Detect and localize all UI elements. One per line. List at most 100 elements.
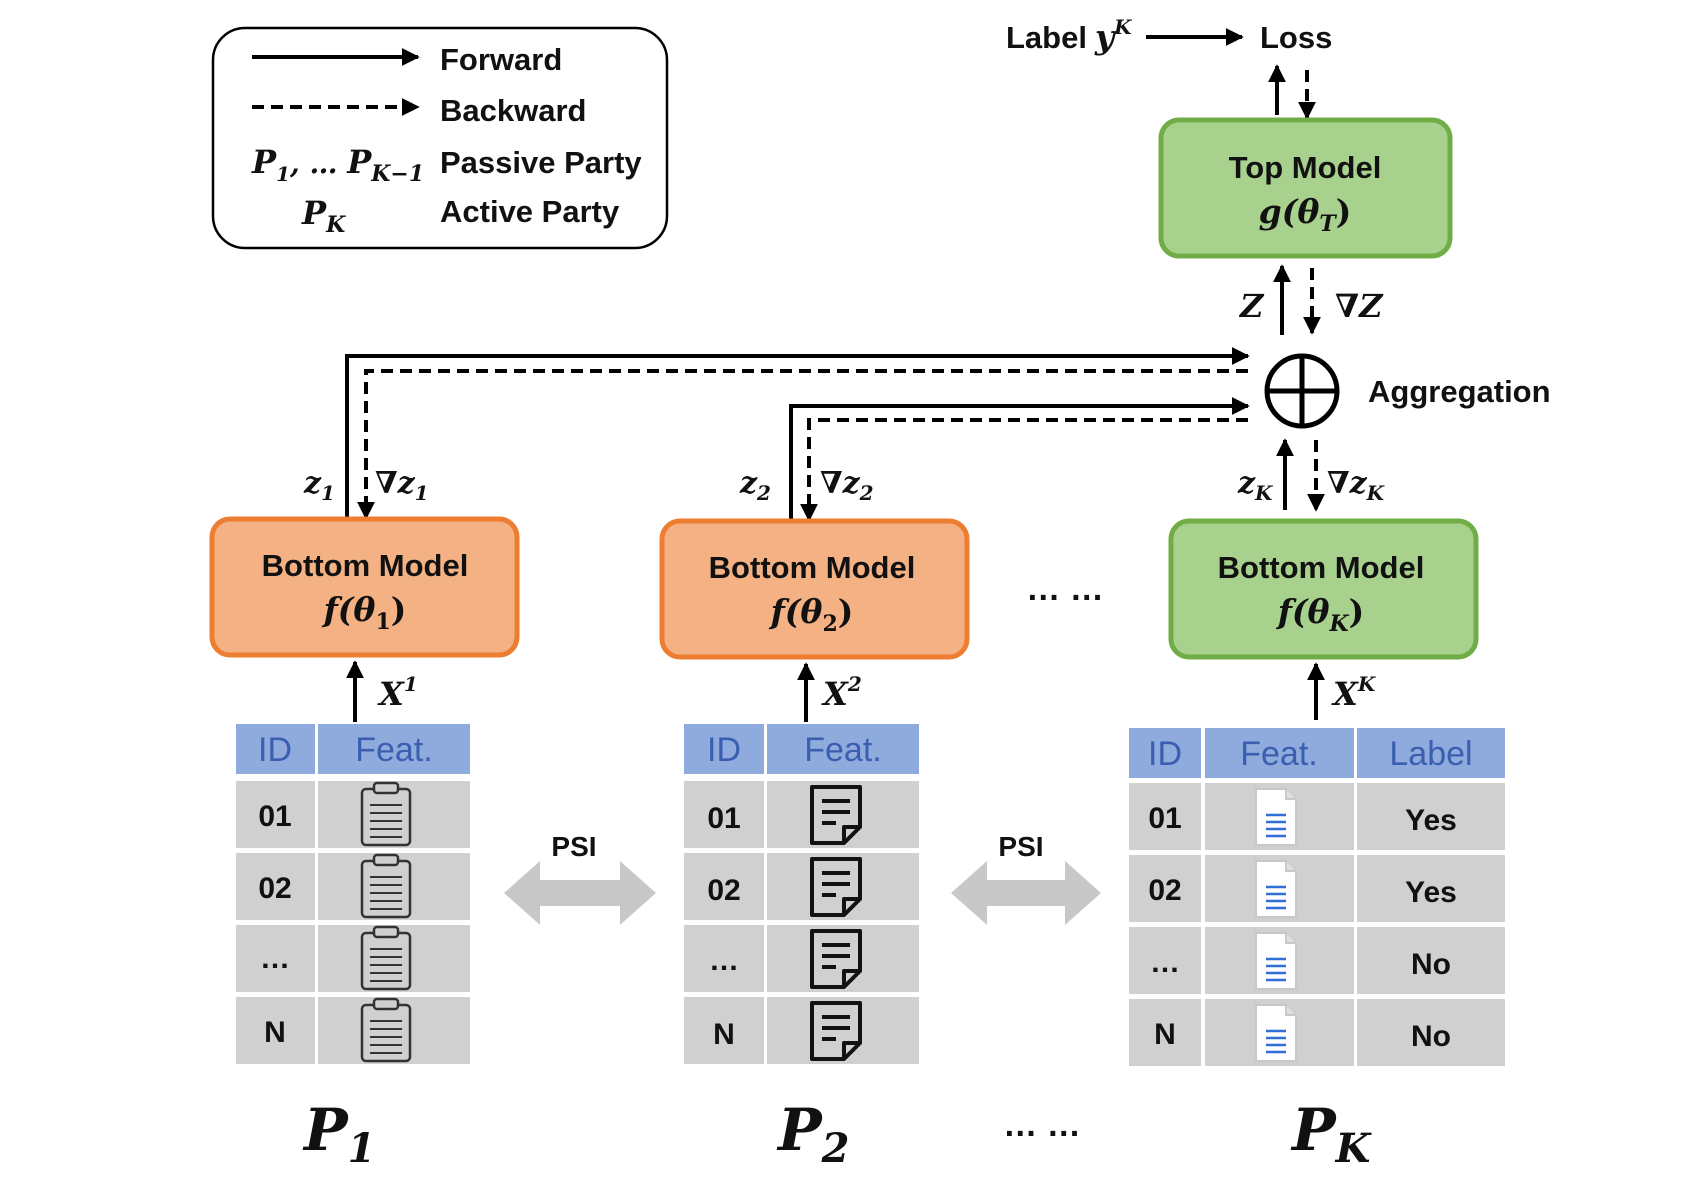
xk-label: XK [1331,672,1377,713]
table-cell [236,997,315,1064]
document-icon [1254,1003,1298,1063]
table-cell [684,997,764,1064]
p2-forward-route [789,397,1250,521]
table-row-id: … [1150,946,1180,979]
bottom-model-p1: Bottom Model f(θ1) [209,516,520,658]
p1-forward-route [345,347,1250,519]
table-cell [684,925,764,992]
table-row-id: 02 [1148,874,1181,907]
party-label-pk: PK [1290,1096,1373,1172]
bottom-model-pk-box [1168,518,1479,660]
table-header-id: ID [1148,735,1182,773]
psi-double-arrow [504,861,656,925]
bottom-model-p2-box [659,518,970,660]
table-header-feat: Feat. [355,731,432,769]
party-label-p2: P2 [776,1096,849,1172]
document-icon [1254,859,1298,919]
table-row-id: N [1154,1018,1176,1051]
table-header-id: ID [258,731,292,769]
table-header-label: Label [1389,735,1472,773]
grad-z1-label: ∇z1 [375,466,429,505]
top-model-title: Top Model [1229,150,1382,185]
aggregation-label: Aggregation [1368,374,1551,409]
grad-z-label: ∇Z [1335,287,1384,325]
table-row-id: 02 [258,872,291,905]
table-row-id: … [709,944,739,977]
middle-ellipsis: … … [1026,570,1103,608]
x1-label: X1 [377,672,418,713]
table-header-feat: Feat. [1240,735,1317,773]
table-p2: ID Feat. 01 02 … N [684,724,919,1064]
bottom-model-p1-function: f(θ1) [322,590,407,635]
legend-passive-label: Passive Party [440,145,642,180]
table-row-id: … [260,942,290,975]
legend-forward-label: Forward [440,42,562,77]
table-row-id: 02 [707,874,740,907]
zk-label: zK [1237,466,1274,505]
table-cell [236,853,315,920]
table-cell [1129,855,1201,922]
table-cell [1129,783,1201,850]
bottom-model-p1-box [209,516,520,658]
loss-text: Loss [1260,20,1332,55]
legend: Forward Backward P1, … PK−1 Passive Part… [211,26,669,250]
table-p1: ID Feat. 01 02 … N [236,724,470,1064]
bottom-model-pk-function: f(θK) [1276,592,1365,637]
legend-backward-label: Backward [440,93,586,128]
table-header-feat: Feat. [804,731,881,769]
top-model: Top Model g(θT) [1158,117,1453,259]
z2-label: z2 [739,466,771,505]
table-header-cell [236,724,315,774]
bottom-model-p2: Bottom Model f(θ2) [659,518,970,660]
x2-label: X2 [821,672,862,713]
table-cell [236,925,315,992]
psi-arrow-2: PSI [951,831,1101,925]
table-cell [684,781,764,848]
table-cell [1357,855,1505,922]
table-cell [684,853,764,920]
table-row-id: N [264,1016,286,1049]
table-row-id: 01 [1148,802,1181,835]
psi-arrow-1: PSI [504,831,656,925]
top-model-box [1158,117,1453,259]
table-cell [236,781,315,848]
z1-label: z1 [303,466,335,505]
bottom-model-pk: Bottom Model f(θK) [1168,518,1479,660]
psi-label: PSI [998,831,1043,862]
legend-active-label: Active Party [440,194,620,229]
p1-backward-route [357,369,1248,520]
table-row-id: N [713,1018,735,1051]
table-header-cell [318,724,470,774]
psi-double-arrow [951,861,1101,925]
table-cell [1357,783,1505,850]
table-row-label: Yes [1405,876,1457,909]
table-row-id: 01 [707,802,740,835]
table-cell [1129,927,1201,994]
bottom-model-p1-title: Bottom Model [262,548,469,583]
table-row-label: No [1411,1020,1451,1053]
document-icon [1254,931,1298,991]
z-label: Z [1238,287,1265,325]
legend-passive-symbol: P1, … PK−1 [251,143,424,187]
table-row-id: 01 [258,800,291,833]
party-label-p1: P1 [302,1096,375,1172]
table-header-cell [684,724,764,774]
table-header-cell [1357,728,1505,778]
table-header-cell [1129,728,1201,778]
psi-label: PSI [551,831,596,862]
table-cell [1357,927,1505,994]
table-pk: ID Feat. Label 01 Yes 02 Yes … No N No [1129,728,1505,1066]
table-row-label: Yes [1405,804,1457,837]
grad-zk-label: ∇zK [1327,466,1386,505]
table-header-cell [1205,728,1354,778]
grad-z2-label: ∇z2 [820,466,874,505]
aggregation-node [1264,353,1340,429]
document-icon [1254,787,1298,847]
table-header-id: ID [707,731,741,769]
table-header-cell [767,724,919,774]
bottom-model-pk-title: Bottom Model [1218,550,1425,585]
top-model-function: g(θT) [1259,192,1352,237]
bottom-ellipsis: … … [1003,1106,1080,1144]
